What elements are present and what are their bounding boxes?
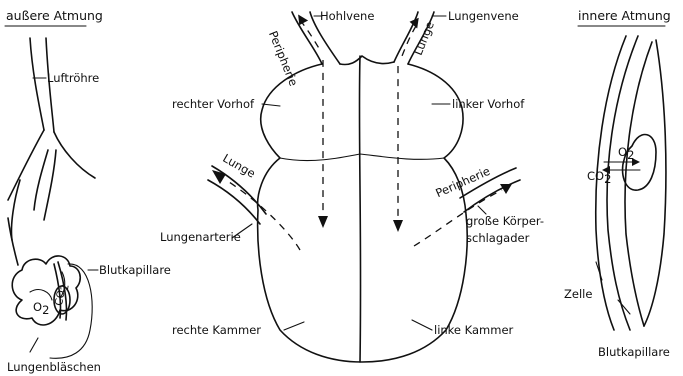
vena-cava-label: Hohlvene [320, 9, 374, 23]
av-border [280, 154, 444, 161]
alveoli-label: Lungenbläschen [7, 360, 101, 374]
left-ventricle-pointer [412, 320, 432, 330]
right-atrium-pointer [262, 104, 280, 106]
internal-respiration-panel: innere Atmung O2 CO2 Zelle Blutkapillare [564, 8, 671, 359]
co2-label: CO2 [587, 169, 611, 186]
capillary-label: Blutkapillare [99, 263, 171, 277]
cell-wall-outer [644, 40, 666, 326]
o2-label: O2 [33, 300, 49, 317]
aorta-pointer [478, 206, 486, 214]
septum [359, 56, 360, 362]
pulmonary-artery-label: Lungenarterie [160, 230, 241, 244]
right-ventricle-label: rechte Kammer [172, 323, 261, 337]
vena-cava-outer [292, 12, 322, 64]
periphery-top-label: Peripherie [266, 29, 301, 88]
aorta-label-line1: große Körper- [466, 214, 544, 228]
lung-left-label: Lunge [220, 151, 257, 181]
cell-label: Zelle [564, 287, 592, 301]
left-atrium-label: linker Vorhof [452, 97, 525, 111]
external-respiration-title: außere Atmung [6, 8, 103, 23]
left-ventricle-label: linke Kammer [434, 323, 514, 337]
atria-top-edge [340, 56, 394, 65]
external-respiration-panel: außere Atmung Luftröhre Blutkapillare O [5, 8, 171, 374]
heart-outline [258, 64, 468, 362]
aorta-label-line2: schlagader [466, 231, 530, 245]
internal-respiration-title: innere Atmung [578, 8, 671, 23]
right-ventricle-pointer [284, 322, 304, 330]
trachea-label: Luftröhre [47, 71, 99, 85]
alveoli-pointer [30, 338, 38, 352]
heart-panel: Peripherie Hohlvene Lunge Lungenvene rec… [160, 9, 544, 362]
right-atrium-label: rechter Vorhof [172, 97, 255, 111]
pulmonary-vein-label: Lungenvene [448, 9, 519, 23]
capillary-label: Blutkapillare [598, 345, 670, 359]
pulmonary-vein-inner [394, 12, 418, 62]
pulmonary-artery-inner [208, 180, 260, 224]
o2-label: O2 [618, 145, 634, 162]
